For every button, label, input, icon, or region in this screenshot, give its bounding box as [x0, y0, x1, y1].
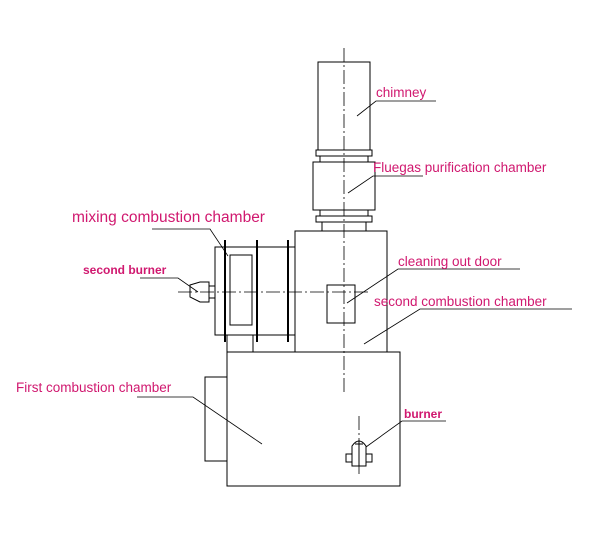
label-mixing-chamber: mixing combustion chamber: [72, 209, 265, 226]
first-combustion-chamber-shape: [226, 351, 401, 487]
leader-first-chamber: [137, 396, 263, 445]
label-cleaning-door: cleaning out door: [398, 254, 502, 269]
label-burner: burner: [404, 407, 443, 421]
leader-second-chamber: [363, 308, 572, 345]
leader-chimney: [356, 100, 436, 117]
label-chimney: chimney: [376, 85, 427, 100]
second-combustion-chamber-shape: [294, 230, 388, 353]
leader-mixing: [152, 228, 229, 257]
label-second-chamber: second combustion chamber: [374, 294, 547, 309]
label-first-chamber: First combustion chamber: [16, 380, 172, 395]
side-door-shape: [204, 376, 228, 462]
label-fluegas-chamber: Fluegas purification chamber: [373, 160, 547, 175]
leader-burner: [365, 420, 446, 448]
leader-second-burner: [140, 277, 199, 293]
cleaning-door-shape: [326, 284, 356, 324]
label-second-burner: second burner: [83, 263, 167, 277]
burner-shape: [351, 440, 367, 467]
leader-fluegas: [347, 175, 423, 194]
leader-cleaning-door: [346, 268, 520, 304]
second-burner-shape: [189, 281, 210, 303]
mixing-chamber-shape: [214, 246, 296, 336]
